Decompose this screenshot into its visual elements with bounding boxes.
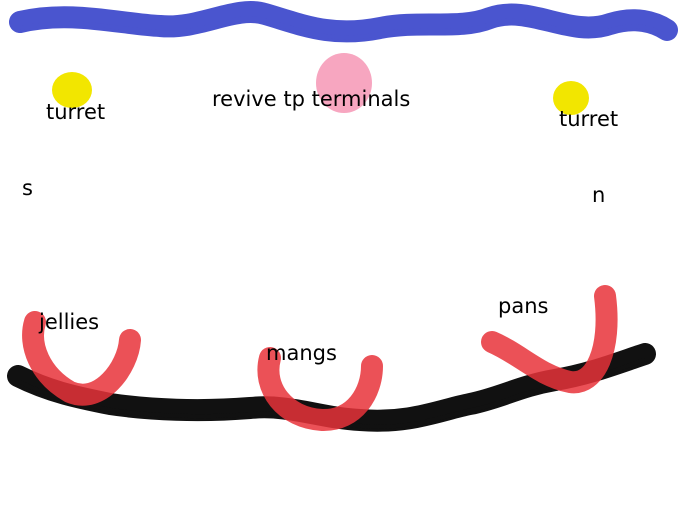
label-jellies: jellies: [39, 310, 100, 334]
label-mangs: mangs: [266, 341, 337, 365]
water-stroke: [9, 1, 678, 43]
water-stroke-texture: [20, 16, 667, 40]
label-side-s: s: [22, 176, 33, 200]
spawn-curve-jellies: [22, 311, 141, 406]
terminal-marker: [316, 53, 372, 113]
turret-marker-left: [52, 72, 92, 108]
spawn-curve-pans: [481, 285, 618, 394]
spawn-curve-mangs: [257, 347, 383, 431]
label-turret-left: turret: [46, 100, 106, 124]
label-pans: pans: [498, 294, 549, 318]
label-side-n: n: [592, 183, 606, 207]
turret-marker-right: [553, 81, 589, 115]
label-turret-right: turret: [559, 107, 619, 131]
label-revive-terminals: revive tp terminals: [212, 87, 411, 111]
